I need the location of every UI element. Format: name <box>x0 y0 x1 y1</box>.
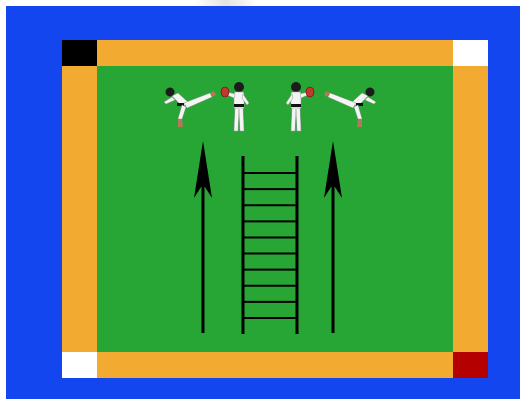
corner-bottom-right <box>453 352 488 378</box>
figures-layer <box>163 82 377 132</box>
kicker-right-figure <box>324 87 377 127</box>
corner-top-right <box>453 40 488 66</box>
agility-ladder <box>241 156 299 334</box>
holder-left-figure <box>220 82 250 132</box>
holder-right-figure <box>285 82 315 132</box>
corner-bottom-left <box>62 352 97 378</box>
green-competition-area <box>97 66 453 352</box>
kicker-left-figure <box>163 87 216 127</box>
right-arrow <box>324 141 342 333</box>
corner-top-left <box>62 40 97 66</box>
left-arrow <box>194 141 212 333</box>
